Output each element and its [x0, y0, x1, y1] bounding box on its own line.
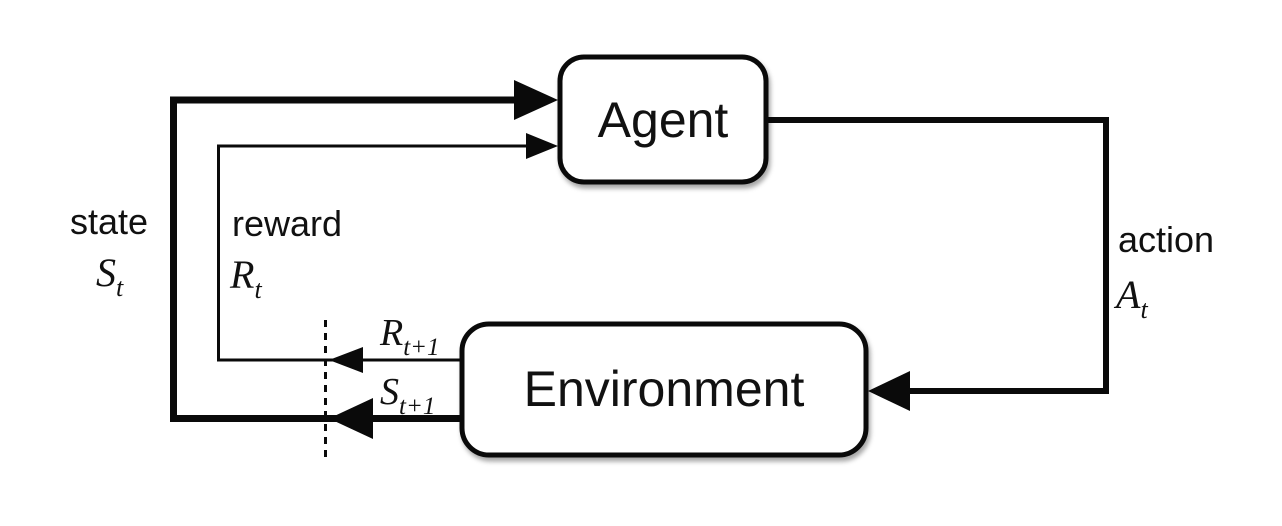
action-symbol-label: At — [1113, 272, 1148, 324]
next-reward-subscript: t+1 — [403, 334, 439, 361]
next-reward-symbol-label: Rt+1 — [379, 312, 440, 361]
next-reward-base: R — [379, 312, 403, 354]
action-edge-path — [766, 117, 1109, 394]
agent-label: Agent — [598, 92, 729, 148]
agent-box — [557, 54, 769, 185]
reward-word-label: reward — [232, 203, 342, 244]
next-state-base: S — [380, 371, 399, 413]
action-into-environment-arrowhead — [868, 371, 910, 411]
reward-symbol-label: Rt — [229, 252, 262, 304]
state-symbol-base: S — [96, 250, 116, 295]
environment-label: Environment — [524, 361, 805, 417]
action-symbol-base: A — [1113, 272, 1141, 317]
action-word-label: action — [1118, 219, 1214, 260]
state-word-label: state — [70, 201, 148, 242]
state-symbol-subscript: t — [116, 273, 124, 302]
reward-symbol-subscript: t — [254, 275, 262, 304]
state-edge-path — [170, 96, 516, 422]
reward-into-agent-arrowhead — [526, 133, 558, 159]
state-into-agent-arrowhead — [514, 80, 558, 120]
next-state-subscript: t+1 — [399, 393, 435, 420]
state-symbol-label: St — [96, 250, 124, 302]
action-symbol-subscript: t — [1140, 295, 1148, 324]
reward-symbol-base: R — [229, 252, 254, 297]
next-state-symbol-label: St+1 — [380, 371, 435, 420]
environment-box — [459, 321, 869, 458]
next-reward-arrowhead — [329, 347, 363, 373]
next-state-arrowhead — [329, 398, 373, 439]
